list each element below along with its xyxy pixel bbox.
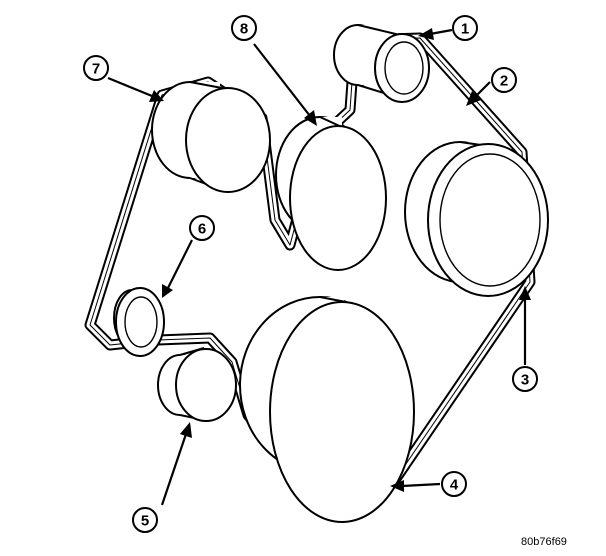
svg-text:4: 4 xyxy=(450,477,459,494)
callout-2: 2 xyxy=(491,67,517,93)
callout-1: 1 xyxy=(452,15,478,41)
svg-text:6: 6 xyxy=(198,221,206,238)
pulley-6 xyxy=(113,287,165,357)
pulley-7 xyxy=(151,81,271,193)
pulley-5 xyxy=(157,347,237,422)
pulley-1 xyxy=(333,24,430,103)
callout-4: 4 xyxy=(441,471,467,497)
pulley-4 xyxy=(239,296,415,523)
callout-7: 7 xyxy=(83,55,109,81)
svg-text:8: 8 xyxy=(240,21,248,38)
callout-8: 8 xyxy=(231,15,257,41)
callout-5: 5 xyxy=(132,507,158,533)
svg-text:1: 1 xyxy=(461,21,469,38)
figure-code: 80b76f69 xyxy=(521,536,567,548)
svg-text:2: 2 xyxy=(500,73,508,90)
callout-3: 3 xyxy=(512,366,538,392)
callout-6: 6 xyxy=(189,215,215,241)
svg-text:3: 3 xyxy=(521,372,529,389)
pulley-8 xyxy=(275,116,387,271)
leader-lines xyxy=(107,28,531,506)
pulley-3 xyxy=(404,141,549,297)
svg-text:5: 5 xyxy=(141,513,149,530)
svg-text:7: 7 xyxy=(92,61,100,78)
